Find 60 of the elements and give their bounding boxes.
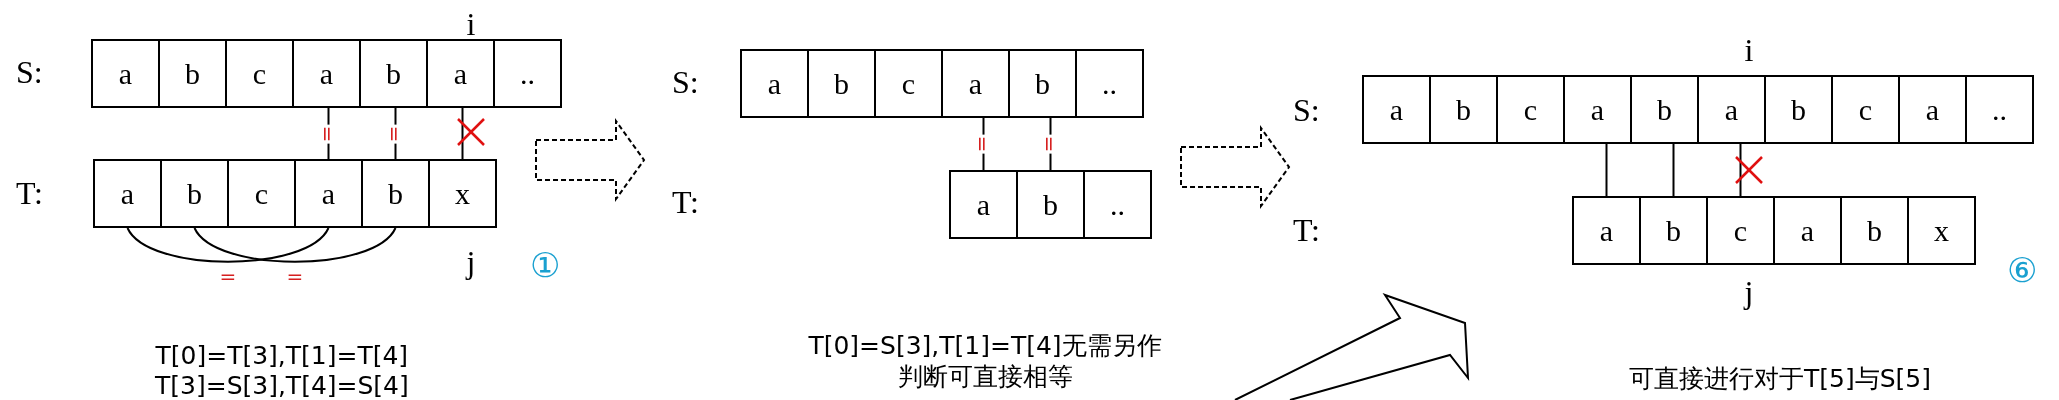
letter-cell: a — [740, 49, 809, 118]
row-label: T: — [1293, 214, 1320, 246]
row-label: T: — [672, 186, 699, 218]
letter-cell: .. — [1075, 49, 1144, 118]
step-number: ⑥ — [2007, 253, 2038, 287]
letter-cell: c — [1706, 196, 1775, 265]
letter-cell: a — [292, 39, 361, 108]
row-label: T: — [16, 177, 43, 209]
letter-cell: a — [1572, 196, 1641, 265]
note-text: T[0]=S[3],T[1]=T[4]无需另作判断可直接相等 — [807, 330, 1163, 393]
letter-cell: c — [1496, 75, 1565, 144]
row-label: S: — [1293, 94, 1320, 126]
letter-cell: b — [1639, 196, 1708, 265]
letter-cell: c — [227, 159, 296, 228]
letter-cell: x — [428, 159, 497, 228]
letter-cell: a — [93, 159, 162, 228]
note-text: T[3]=S[3],T[4]=S[4] — [155, 372, 409, 398]
letter-cell: b — [1016, 170, 1085, 239]
row-label: S: — [16, 56, 43, 88]
letter-cell: a — [949, 170, 1018, 239]
letter-cell: c — [874, 49, 943, 118]
letter-cell: a — [1563, 75, 1632, 144]
row-label: i — [1744, 34, 1754, 66]
letter-cell: c — [1831, 75, 1900, 144]
letter-cell: .. — [493, 39, 562, 108]
letter-cell: b — [1008, 49, 1077, 118]
letter-cell: a — [1362, 75, 1431, 144]
letter-cell: a — [1697, 75, 1766, 144]
letter-cell: c — [225, 39, 294, 108]
row-label: S: — [672, 66, 699, 98]
letter-cell: .. — [1965, 75, 2034, 144]
letter-cell: b — [1764, 75, 1833, 144]
letter-cell: a — [426, 39, 495, 108]
letter-cell: .. — [1083, 170, 1152, 239]
letter-cell: b — [807, 49, 876, 118]
step-number: ① — [530, 248, 561, 282]
connector-line — [1605, 143, 1608, 197]
letter-cell: a — [1898, 75, 1967, 144]
note-text: T[0]=T[3],T[1]=T[4] — [155, 342, 409, 368]
row-label: j — [1744, 276, 1754, 308]
arc-line — [126, 227, 330, 263]
row-label: j — [466, 246, 476, 278]
connector-line — [461, 107, 464, 160]
letter-cell: a — [941, 49, 1010, 118]
letter-cell: b — [1630, 75, 1699, 144]
note-text: 可直接进行对于T[5]与S[5] — [1629, 365, 1931, 391]
connector-line — [1739, 143, 1742, 197]
letter-cell: b — [1429, 75, 1498, 144]
connector-line — [1672, 143, 1675, 197]
letter-cell: a — [294, 159, 363, 228]
letter-cell: a — [1773, 196, 1842, 265]
letter-cell: b — [361, 159, 430, 228]
letter-cell: b — [158, 39, 227, 108]
arc-line — [193, 227, 397, 263]
letter-cell: b — [1840, 196, 1909, 265]
letter-cell: x — [1907, 196, 1976, 265]
letter-cell: b — [359, 39, 428, 108]
row-label: i — [466, 8, 476, 40]
letter-cell: b — [160, 159, 229, 228]
letter-cell: a — [91, 39, 160, 108]
